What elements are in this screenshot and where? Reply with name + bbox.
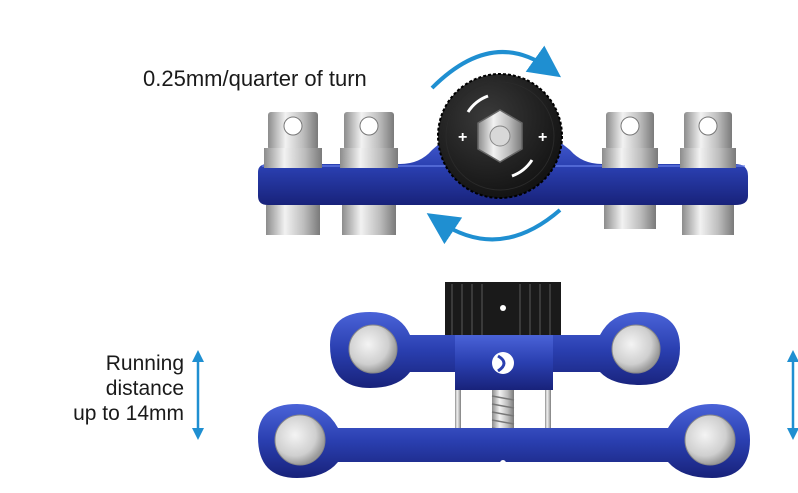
running-distance-label: Running distance up to 14mm (6, 351, 184, 426)
running-distance-line-2: distance (105, 377, 184, 400)
top-left-pin-2 (340, 112, 398, 235)
top-right-pin-2 (680, 112, 736, 235)
adjustment-knob: + + (437, 73, 563, 199)
plus-sign-right: + (538, 129, 547, 146)
bottom-device (258, 282, 750, 478)
turn-adjustment-label: 0.25mm/quarter of turn (143, 66, 367, 91)
plus-sign-left: + (458, 129, 467, 146)
knob-arrow-icon (511, 159, 534, 178)
top-device: + + (258, 45, 748, 245)
upper-left-pad (348, 324, 398, 374)
top-right-pin-1 (602, 112, 658, 229)
top-left-pin-1 (264, 112, 322, 235)
vertical-double-arrow-left-icon (192, 350, 204, 440)
rotation-arrow-bottom-icon (426, 208, 562, 245)
vertical-double-arrow-right-icon (787, 350, 798, 440)
upper-right-pad (611, 324, 661, 374)
running-distance-line-1: Running (105, 352, 184, 375)
lower-blue-arm (258, 404, 750, 478)
knob-arrow-icon (466, 94, 489, 113)
lower-right-pad (684, 414, 736, 466)
lower-left-pad (274, 414, 326, 466)
rotation-arrow-top-icon (430, 45, 562, 90)
running-distance-line-3: up to 14mm (73, 402, 184, 425)
